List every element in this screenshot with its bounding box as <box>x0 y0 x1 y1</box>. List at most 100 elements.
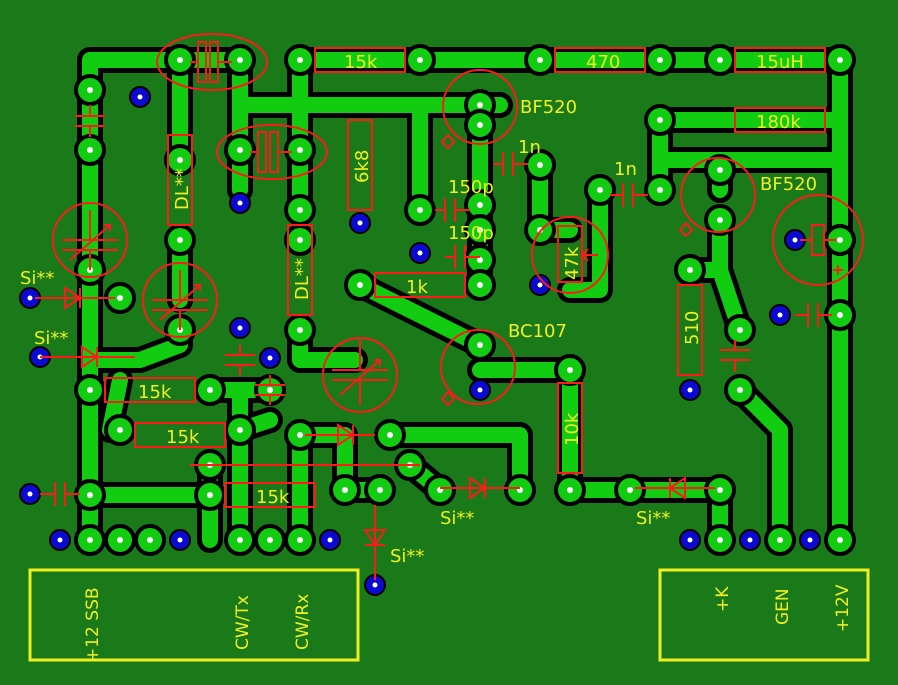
vias <box>19 86 821 596</box>
r-15k-b-body <box>134 422 226 448</box>
pad-hole <box>267 537 273 543</box>
q3-tab <box>440 390 456 407</box>
connector-left-pin-2: CW/Tx <box>233 595 253 650</box>
diode-6 <box>363 505 387 580</box>
pad-hole <box>777 537 783 543</box>
r-10k-body <box>557 382 583 474</box>
pad-hole <box>87 492 93 498</box>
r-15k-top-body <box>314 47 406 73</box>
via-hole <box>27 295 33 301</box>
via-hole <box>237 200 243 206</box>
crystal-1-outline <box>156 33 268 91</box>
label-diode-2: Si** <box>34 328 68 349</box>
label-dl-b: DL** <box>292 258 313 300</box>
pad-hole <box>237 57 243 63</box>
pad-hole <box>477 257 483 263</box>
via-hole <box>777 312 783 318</box>
r-470-body <box>554 47 646 73</box>
connector-left: +12 SSB CW/Tx CW/Rx <box>28 568 360 662</box>
pad-hole <box>87 147 93 153</box>
label-r-180k: 180k <box>756 112 801 133</box>
pad-hole <box>417 57 423 63</box>
label-diode-4: Si** <box>440 508 474 529</box>
trimmer-3-outline <box>322 337 398 413</box>
diode-3 <box>305 423 375 447</box>
pad-hole <box>297 207 303 213</box>
pad-hole <box>537 162 543 168</box>
pad-hole <box>477 102 483 108</box>
label-c-150p-b: 150p <box>448 223 494 244</box>
pad-hole <box>837 57 843 63</box>
cap-150p-b <box>445 245 480 269</box>
label-r-47k: 47k <box>562 246 583 280</box>
pad-hole <box>477 227 483 233</box>
pad-hole <box>737 387 743 393</box>
pad-hole <box>657 57 663 63</box>
via-hole <box>537 282 543 288</box>
pad-hole <box>177 157 183 163</box>
label-r-15k-a: 15k <box>138 382 172 403</box>
label-r-15k-top: 15k <box>344 52 378 73</box>
label-r-6k8: 6k8 <box>352 150 373 183</box>
connector-right: +K GEN +12V <box>658 568 870 662</box>
connector-right-pin-1: +K <box>713 586 733 612</box>
pad-hole <box>87 537 93 543</box>
label-diode-5: Si** <box>636 508 670 529</box>
connector-left-pin-3: CW/Rx <box>293 594 313 650</box>
component-outlines <box>35 33 864 580</box>
label-dl-a: DL** <box>172 168 193 210</box>
trimmer-1-symbol <box>62 210 118 270</box>
r-6k8-body <box>347 119 373 211</box>
q3-outline <box>440 329 516 405</box>
label-c-150p-a: 150p <box>448 177 494 198</box>
via-hole <box>792 237 798 243</box>
label-l-15uh: 15uH <box>756 52 804 73</box>
via-hole <box>807 537 813 543</box>
via-hole <box>267 355 273 361</box>
pad-hole <box>657 187 663 193</box>
dl-b-body <box>287 224 313 316</box>
pad-hole <box>837 312 843 318</box>
label-q2: BF520 <box>760 174 817 195</box>
pad-hole <box>297 432 303 438</box>
pot-47k-outline <box>531 216 609 294</box>
pad-hole <box>267 387 273 393</box>
label-r-510: 510 <box>682 311 703 345</box>
trimmer-2-outline <box>142 262 218 338</box>
pad-hole <box>297 537 303 543</box>
pad-hole <box>477 282 483 288</box>
trimmer-1-outline <box>52 202 128 278</box>
pad-hole <box>717 537 723 543</box>
pad-hole <box>237 537 243 543</box>
label-c-1n-b: 1n <box>614 159 637 180</box>
pad-hole <box>87 387 93 393</box>
crystal-3-plus <box>833 265 843 275</box>
pad-hole <box>357 282 363 288</box>
pad-hole <box>117 427 123 433</box>
label-r-470: 470 <box>586 52 620 73</box>
cap-150p-a <box>435 198 470 222</box>
dl-a-body <box>167 134 193 226</box>
pad-hole <box>717 217 723 223</box>
trimmer-2-symbol <box>152 270 208 330</box>
pot-47k-wiper <box>580 248 598 262</box>
crystal-3-outline <box>772 194 864 286</box>
q2-tab <box>678 221 694 238</box>
pad-hole <box>117 537 123 543</box>
pad-hole <box>657 117 663 123</box>
connector-right-box <box>658 568 870 662</box>
pad-hole <box>477 342 483 348</box>
cap-c6 <box>40 482 80 506</box>
via-hole <box>57 537 63 543</box>
label-r-15k-c: 15k <box>256 487 290 508</box>
diode-4 <box>440 476 520 500</box>
via-hole <box>687 387 693 393</box>
pad-hole <box>297 327 303 333</box>
pad-hole <box>477 202 483 208</box>
label-r-15k-b: 15k <box>166 427 200 448</box>
cap-c4 <box>720 340 750 372</box>
q1-outline <box>442 69 518 145</box>
pad-hole <box>717 167 723 173</box>
via-hole <box>327 537 333 543</box>
